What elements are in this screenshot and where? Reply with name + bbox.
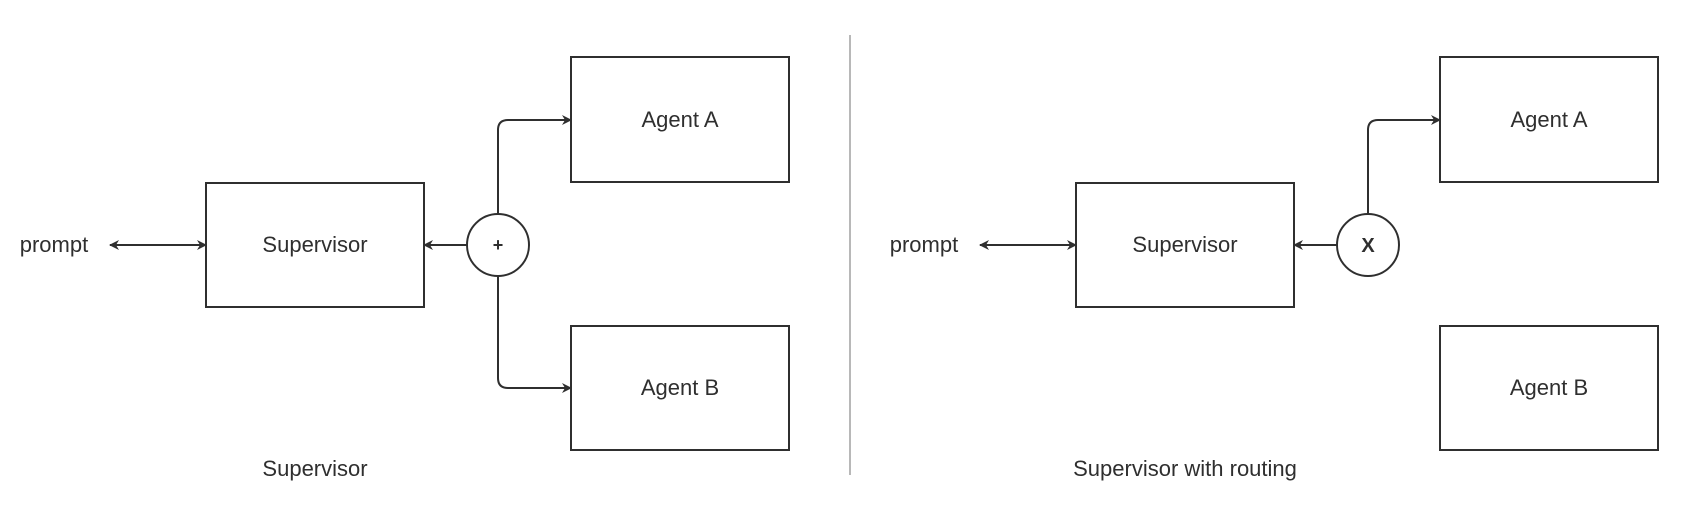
right-prompt-label: prompt bbox=[890, 232, 958, 257]
right-agent-b-label: Agent B bbox=[1510, 375, 1588, 400]
left-supervisor-label: Supervisor bbox=[262, 232, 367, 257]
right-supervisor-label: Supervisor bbox=[1132, 232, 1237, 257]
left-agent-a-box bbox=[570, 56, 790, 183]
left-combiner-symbol: + bbox=[493, 235, 504, 255]
left-agent-a-node: Agent A bbox=[570, 56, 790, 183]
left-supervisor-node: Supervisor bbox=[205, 182, 425, 308]
left-supervisor-box bbox=[205, 182, 425, 308]
left-combiner-to-agent-b-arrow bbox=[497, 276, 572, 393]
left-caption: Supervisor bbox=[262, 456, 367, 481]
right-agent-a-node: Agent A bbox=[1439, 56, 1659, 183]
right-agent-b-box bbox=[1439, 325, 1659, 451]
left-agent-b-box bbox=[570, 325, 790, 451]
right-agent-a-box bbox=[1439, 56, 1659, 183]
right-router-to-agent-a-arrow bbox=[1367, 115, 1441, 214]
right-router-node: X bbox=[1336, 213, 1400, 277]
right-agent-b-node: Agent B bbox=[1439, 325, 1659, 451]
right-panel: prompt Supervisor X Agent A Agent B Supe… bbox=[890, 56, 1659, 481]
left-agent-b-label: Agent B bbox=[641, 375, 719, 400]
right-supervisor-node: Supervisor bbox=[1075, 182, 1295, 308]
right-router-symbol: X bbox=[1361, 235, 1375, 257]
left-agent-b-node: Agent B bbox=[570, 325, 790, 451]
left-agent-a-label: Agent A bbox=[641, 107, 718, 132]
right-agent-a-label: Agent A bbox=[1510, 107, 1587, 132]
left-combiner-to-agent-a-arrow bbox=[497, 115, 572, 214]
left-prompt-label: prompt bbox=[20, 232, 88, 257]
left-combiner-node: + bbox=[466, 213, 530, 277]
right-supervisor-box bbox=[1075, 182, 1295, 308]
right-caption: Supervisor with routing bbox=[1073, 456, 1297, 481]
left-panel: prompt Supervisor + Agent A Agent B Supe… bbox=[20, 56, 790, 481]
